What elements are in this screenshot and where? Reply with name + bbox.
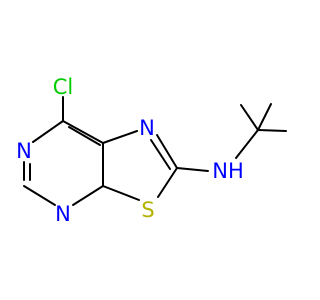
bond-c7a-n1 bbox=[102, 130, 138, 144]
bond-c7-n6 bbox=[32, 120, 64, 143]
bond-s3-c3a bbox=[102, 185, 140, 201]
bond-nh-cquat bbox=[235, 129, 259, 159]
bond-c7-c7a-inner bbox=[68, 126, 101, 146]
bond-layer bbox=[23, 96, 287, 206]
bond-n1-c2-outer bbox=[156, 134, 178, 169]
bond-c5-n4 bbox=[23, 185, 56, 206]
canvas-background bbox=[0, 0, 300, 300]
atom-label-thiazole-n: N bbox=[139, 116, 155, 140]
bond-cquat-me-right bbox=[257, 129, 287, 132]
atom-label-amine-nh: NH bbox=[212, 159, 244, 183]
bond-c7-c7a-outer bbox=[62, 120, 104, 144]
bond-c2-s3 bbox=[157, 167, 178, 198]
atom-label-pyrimidine-n-upper: N bbox=[16, 139, 32, 163]
atom-label-pyrimidine-n-lower: N bbox=[55, 202, 71, 226]
bond-c2-nh bbox=[176, 167, 209, 172]
bond-cquat-me-top bbox=[240, 104, 259, 131]
bond-cquat-me-upright bbox=[257, 103, 272, 131]
atom-label-thiazole-s: S bbox=[141, 198, 154, 222]
bond-n4-c3a-outer bbox=[72, 185, 104, 206]
molecule-structure: Cl N N N S NH bbox=[0, 0, 300, 300]
atom-label-layer: Cl N N N S NH bbox=[16, 75, 244, 226]
bond-n1-c2-inner bbox=[150, 139, 171, 170]
atom-label-chlorine: Cl bbox=[53, 75, 74, 99]
